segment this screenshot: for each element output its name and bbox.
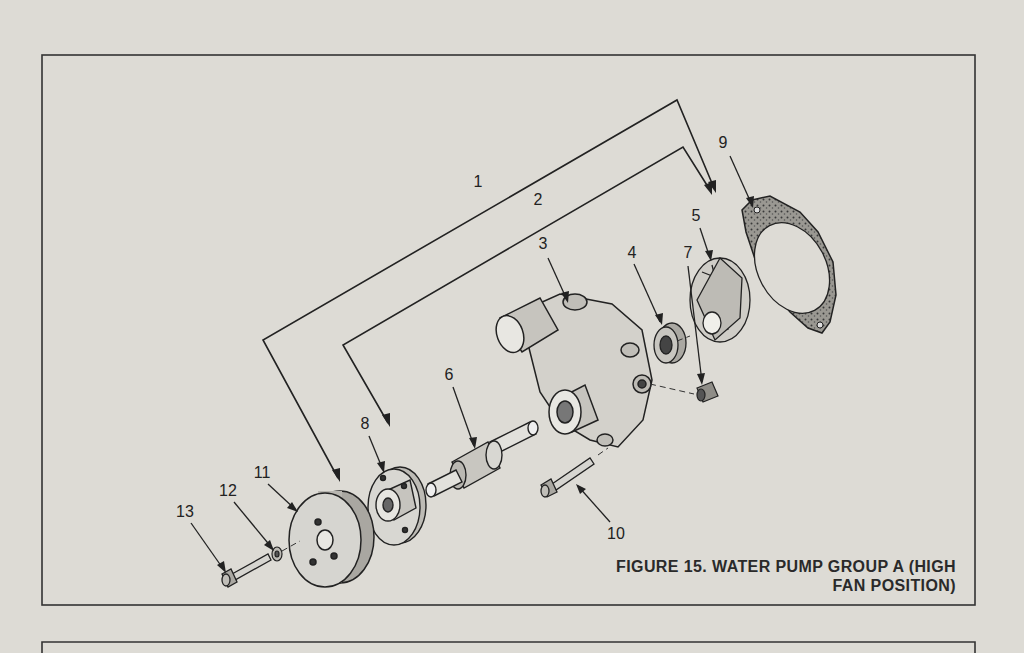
callout-number: 1 (474, 174, 483, 190)
callout-number: 3 (539, 236, 548, 252)
fan-pulley (289, 491, 374, 587)
assembly-centerline (282, 336, 694, 551)
figure-frame (42, 55, 975, 605)
figure-caption: FIGURE 15. WATER PUMP GROUP A (HIGH FAN … (590, 557, 956, 595)
callout-number: 2 (534, 192, 543, 208)
seal (654, 323, 686, 363)
assembly-bracket (263, 100, 714, 478)
callout-number: 11 (254, 465, 271, 481)
callout-number: 9 (719, 135, 728, 151)
callout-number: 10 (607, 526, 625, 542)
callout-number: 8 (361, 416, 370, 432)
callout-number: 13 (176, 504, 194, 520)
bolt (541, 458, 594, 497)
callout-number: 6 (445, 367, 454, 383)
callout-number: 7 (684, 245, 693, 261)
callout-number: 4 (628, 245, 637, 261)
callout-number: 5 (692, 208, 701, 224)
shaft-bearing (426, 421, 538, 497)
lock-washer (272, 547, 282, 561)
leader-arrowhead (217, 196, 754, 573)
next-figure-frame (42, 642, 975, 653)
pulley-hub (368, 467, 426, 545)
gasket (739, 196, 844, 333)
pump-housing (491, 294, 652, 447)
bracket-arrowheads (332, 180, 716, 482)
impeller (690, 258, 750, 342)
pipe-plug (697, 382, 718, 402)
leader-line (191, 156, 752, 570)
bolt (222, 554, 271, 587)
callout-number: 12 (219, 483, 237, 499)
